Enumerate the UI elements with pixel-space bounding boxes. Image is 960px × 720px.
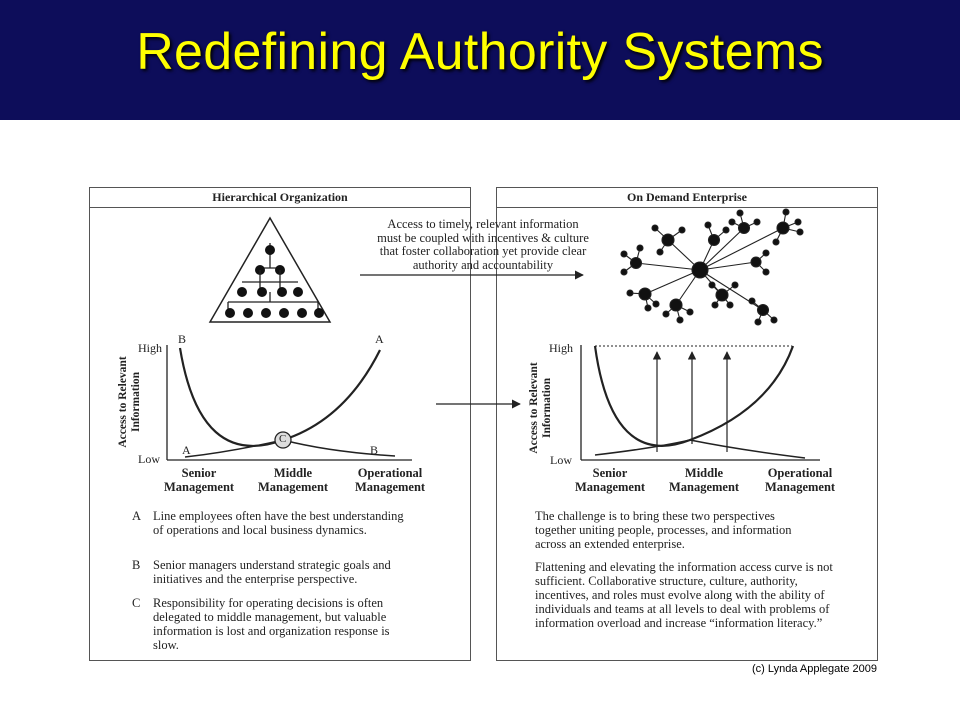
intersection-c-label: C [279,433,287,445]
note-b-text: Senior managers understand strategic goa… [153,558,391,586]
right-y-high: High [549,341,573,355]
right-x-label-senior: Senior Management [574,466,646,494]
network-diagram [620,208,804,326]
right-paragraph-flattening: Flattening and elevating the information… [535,560,833,630]
curve-a-bottom-label: A [182,443,191,457]
curve-a-top-label: A [375,332,384,346]
hierarchy-pyramid [208,216,332,323]
right-y-low: Low [550,453,572,467]
center-note-line: must be coupled with incentives & cultur… [377,230,589,245]
left-y-high: High [138,341,162,355]
center-note: Access to timely, relevant information m… [358,217,608,272]
left-x-label-middle: Middle Management [257,466,329,494]
center-note-line: that foster collaboration yet provide cl… [379,244,587,258]
right-u-curve [593,345,795,447]
left-u-curve [178,347,381,447]
title-bar [0,0,960,120]
intersection-c-marker [274,431,292,449]
note-a-letter: A [132,509,142,523]
right-panel-header: On Demand Enterprise [497,188,877,208]
on-demand-enterprise-panel: On Demand Enterprise [496,187,878,661]
left-chart [166,345,412,461]
left-y-axis-label: Access to Relevant Information [117,356,142,448]
right-x-label-middle: Middle Management [668,466,740,494]
copyright-text: (c) Lynda Applegate 2009 [752,663,877,675]
curve-b-top-label: B [178,332,187,346]
right-y-axis-label: Access to Relevant Information [528,362,553,454]
left-x-label-operational: Operational Management [354,466,426,494]
note-c-text: Responsibility for operating decisions i… [153,596,390,652]
center-note-line: authority and accountability [412,257,554,272]
note-a-text: Line employees often have the best under… [153,509,404,537]
right-x-label-operational: Operational Management [764,466,836,494]
left-x-label-senior: Senior Management [163,466,235,494]
right-paragraph-challenge: The challenge is to bring these two pers… [535,509,792,551]
left-y-low: Low [138,452,160,466]
center-note-line: Access to timely, relevant information [387,217,579,231]
slide-title: Redefining Authority Systems [136,23,824,81]
curve-b-bottom-label: B [370,443,379,457]
right-crossing-curve [594,439,806,459]
note-b-letter: B [132,558,141,572]
right-chart [580,345,820,461]
note-c-letter: C [132,596,141,610]
left-panel-header: Hierarchical Organization [90,188,470,208]
